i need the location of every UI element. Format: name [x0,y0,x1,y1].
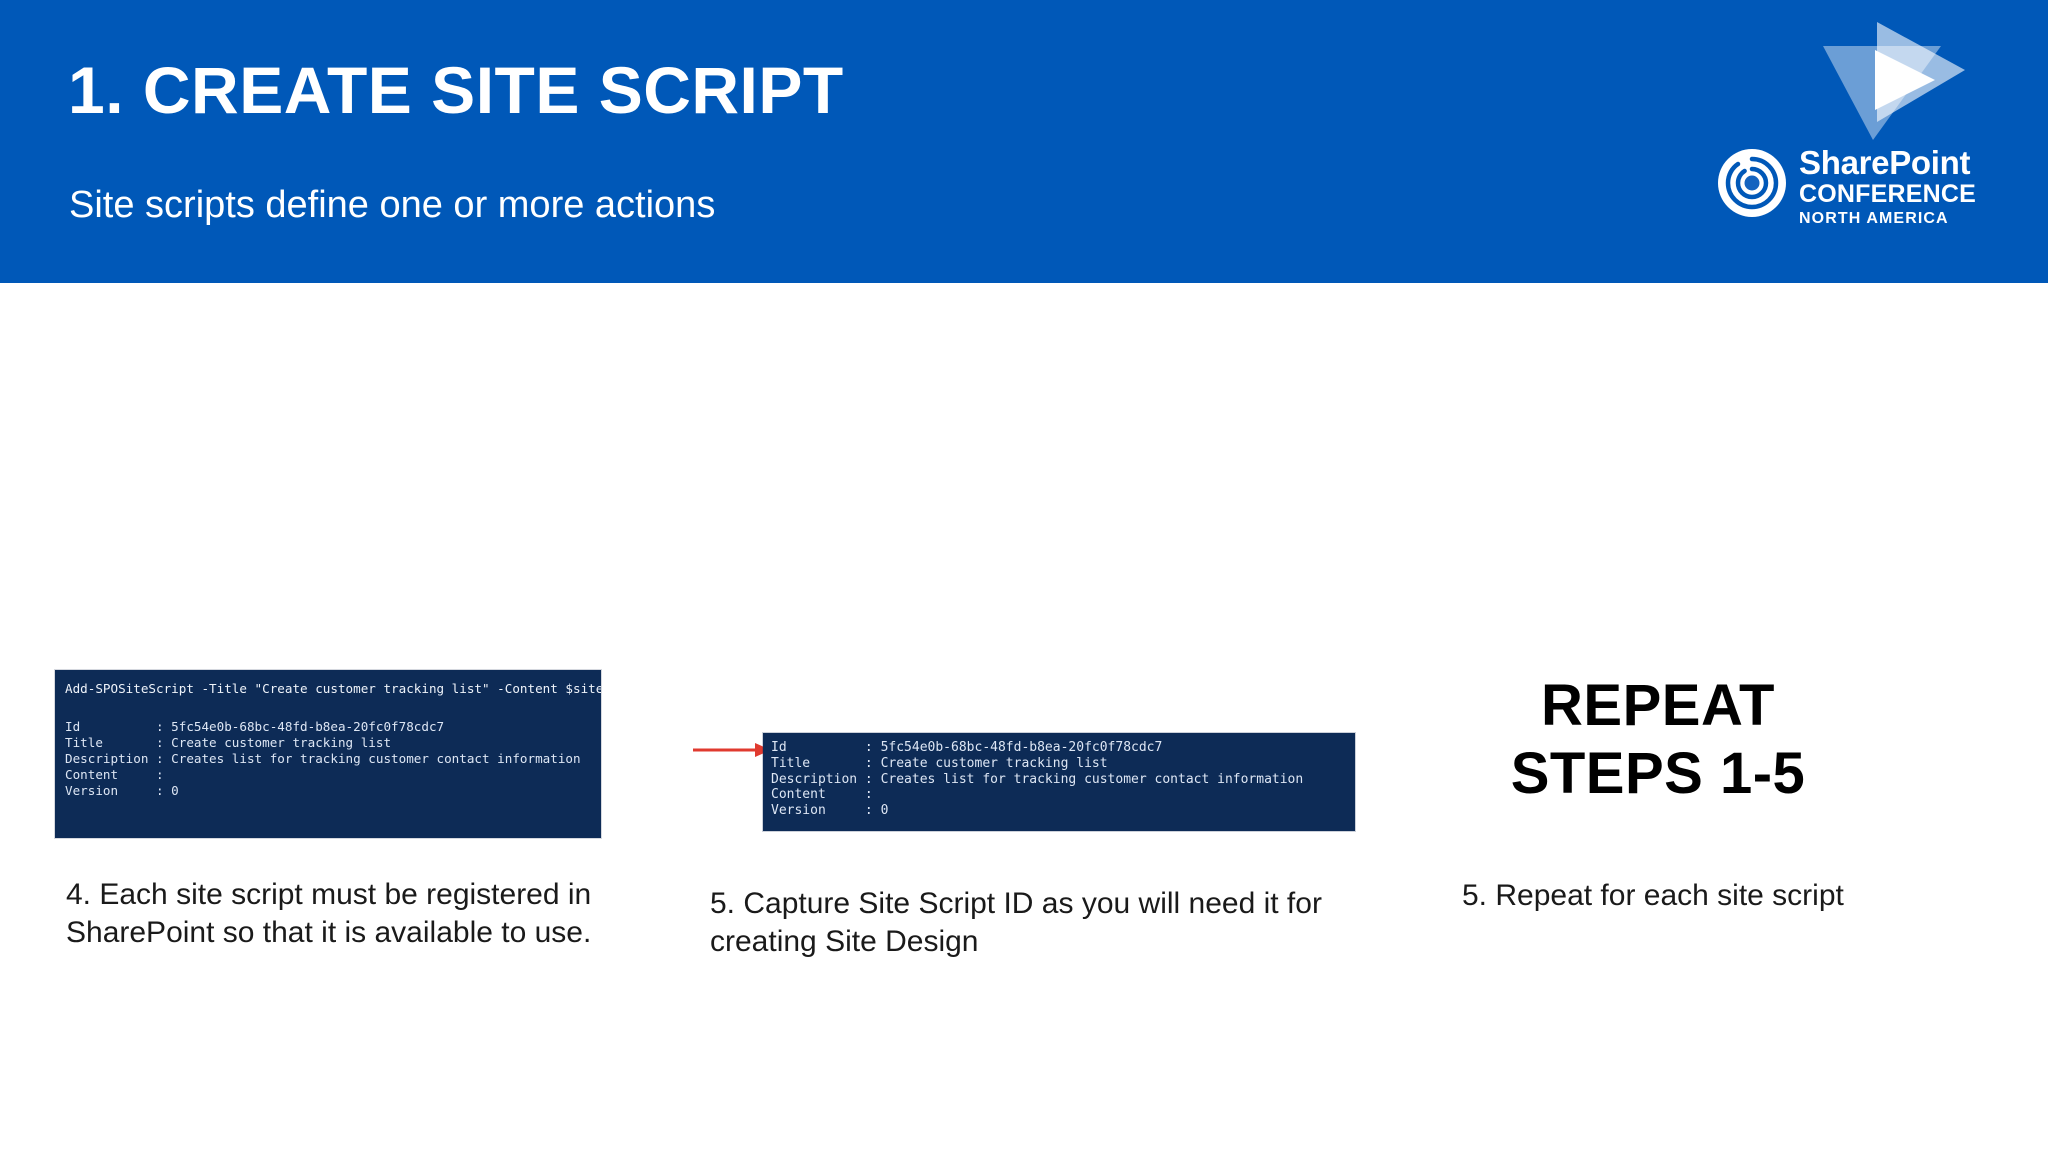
console-row-id: Id : 5fc54e0b-68bc-48fd-b8ea-20fc0f78cdc… [65,719,445,734]
console-mid-row-content: Content : [771,787,873,803]
page-title: 1. CREATE SITE SCRIPT [68,53,844,127]
caption-step-5-repeat: 5. Repeat for each site script [1462,879,1844,912]
repeat-steps-heading: REPEAT STEPS 1-5 [1448,672,1868,808]
repeat-heading-line-1: REPEAT [1541,673,1775,738]
powershell-console-middle: Id : 5fc54e0b-68bc-48fd-b8ea-20fc0f78cdc… [763,733,1355,831]
repeat-heading-line-2: STEPS 1-5 [1510,741,1806,806]
console-mid-row-title: Title : Create customer tracking list [771,755,1108,771]
brand-region-label: NORTH AMERICA [1799,210,1949,227]
console-row-version: Version : 0 [65,783,179,798]
play-triangle-icon [1823,22,1965,140]
console-row-content: Content : [65,767,164,782]
console-row-title: Title : Create customer tracking list [65,735,392,750]
console-command-line: Add-SPOSiteScript -Title "Create custome… [65,681,601,696]
brand-lockup-row: SharePoint CONFERENCE NORTH AMERICA [1716,146,2008,227]
brand-text-block: SharePoint CONFERENCE NORTH AMERICA [1799,146,1976,228]
console-row-description: Description : Creates list for tracking … [65,751,581,766]
console-mid-row-id: Id : 5fc54e0b-68bc-48fd-b8ea-20fc0f78cdc… [771,740,1163,755]
console-mid-row-description: Description : Creates list for tracking … [771,771,1304,787]
sharepoint-swirl-icon [1718,149,1786,217]
powershell-console-left: Add-SPOSiteScript -Title "Create custome… [55,670,601,838]
sharepoint-conference-logo: SharePoint CONFERENCE NORTH AMERICA [1708,18,2008,227]
caption-step-5-capture: 5. Capture Site Script ID as you will ne… [710,887,1322,958]
console-mid-row-version: Version : 0 [771,803,889,819]
slide-header-band: 1. CREATE SITE SCRIPT Site scripts defin… [0,0,2048,283]
brand-name-conference: CONFERENCE [1799,180,1977,208]
caption-step-4: 4. Each site script must be registered i… [66,878,592,949]
brand-name-sharepoint: SharePoint [1799,144,1971,181]
red-arrow-annotation-icon [693,743,771,757]
page-subtitle: Site scripts define one or more actions [69,184,716,226]
